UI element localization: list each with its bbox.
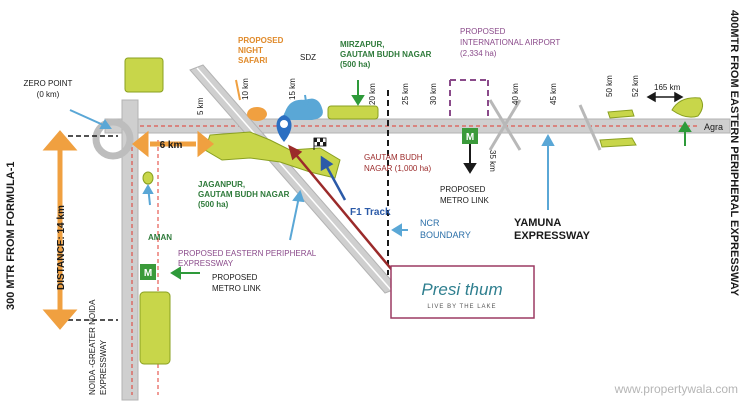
airport-label-2: INTERNATIONAL AIRPORT: [460, 38, 560, 47]
metro-right-label-2: METRO LINK: [440, 196, 490, 205]
km-mark-10: 10 km: [241, 78, 250, 100]
metro-badge-right: M: [462, 128, 478, 144]
zero-point-km: (0 km): [37, 90, 60, 99]
metro-right-label-1: PROPOSED: [440, 185, 486, 194]
yamuna-label-1: YAMUNA: [514, 217, 561, 229]
night-safari-label-1: PROPOSED: [238, 36, 284, 45]
metro-left-label-1: PROPOSED: [212, 273, 258, 282]
bottom-left-zone: [139, 291, 171, 365]
agra-zone: [671, 97, 704, 118]
watermark: www.propertywala.com: [614, 382, 738, 396]
km-mark-165: 165 km: [654, 83, 681, 92]
brand-name: Presi thum: [421, 280, 502, 299]
noida-expressway-road: [121, 99, 139, 401]
night-safari-label-2: NIGHT: [238, 46, 263, 55]
km-mark-15: 15 km: [288, 78, 297, 100]
night-safari-blob: [247, 107, 267, 121]
distance-label: DISTANCE: 14 km: [56, 205, 67, 290]
left-side-label: 300 MTR FROM FORMULA-1: [5, 162, 17, 311]
airport-label-1: PROPOSED: [460, 27, 506, 36]
airport-label-3: (2,334 ha): [460, 49, 497, 58]
km-mark-5: 5 km: [196, 97, 205, 115]
km-mark-52: 52 km: [631, 75, 640, 97]
km-35-label: 35 km: [488, 150, 497, 172]
metro-left-label-2: METRO LINK: [212, 284, 262, 293]
mirzapur-label-3: (500 ha): [340, 60, 371, 69]
epe-label-2: EXPRESSWAY: [178, 259, 234, 268]
f1-track-arrow: [320, 155, 347, 201]
orange-arrows: [42, 130, 215, 330]
mirzapur-label-1: MIRZAPUR,: [340, 40, 384, 49]
km-mark-25: 25 km: [401, 83, 410, 105]
gbn-zone-label-1: GAUTAM BUDH: [364, 153, 423, 162]
f1-track-label: F1 Track: [350, 207, 391, 218]
jaganpur-label-1: JAGANPUR,: [198, 180, 245, 189]
agra-label: Agra: [704, 122, 723, 132]
km-mark-45: 45 km: [549, 83, 558, 105]
km-mark-40: 40 km: [511, 83, 520, 105]
jaganpur-label-2: GAUTAM BUDH NAGAR: [198, 190, 290, 199]
location-arrow: [288, 144, 393, 271]
night-safari-label-3: SAFARI: [238, 56, 267, 65]
ncr-boundary-label-2: BOUNDARY: [420, 230, 471, 240]
right-side-label: 400MTR FROM EASTERN PERIPHERAL EXPRESSWA…: [728, 10, 740, 297]
jaganpur-label-3: (500 ha): [198, 200, 229, 209]
svg-text:M: M: [144, 268, 152, 279]
sdz-label: SDZ: [300, 53, 316, 62]
sdz-cloud: [283, 98, 323, 120]
ncr-boundary-label-1: NCR: [420, 218, 440, 228]
brand-logo-box: Presi thum LIVE BY THE LAKE: [390, 265, 535, 319]
gbn-zone-label-2: NAGAR (1,000 ha): [364, 164, 431, 173]
night-safari-arrow: [235, 79, 241, 101]
km-mark-50: 50 km: [605, 75, 614, 97]
metro-badge-left: M: [140, 264, 156, 280]
epe-label-1: PROPOSED EASTERN PERIPHERAL: [178, 249, 317, 258]
six-km-label: 6 km: [160, 140, 183, 151]
epe-center-line: [196, 67, 392, 291]
blue-arrows: [69, 94, 555, 241]
svg-text:M: M: [466, 132, 474, 143]
noida-expressway-label-1: NOIDA -GREATER NOIDA: [88, 299, 97, 395]
km-165-arrow: [646, 91, 684, 103]
aman-zone: [142, 171, 154, 185]
zone-50km: [599, 137, 637, 148]
interchange-2: [578, 104, 602, 151]
mirzapur-label-2: GAUTAM BUDH NAGAR: [340, 50, 432, 59]
zero-point-roundabout: [92, 118, 134, 160]
f1-flag-icon: [313, 137, 327, 150]
metro-right-arrow: [463, 144, 477, 174]
aman-label: AMAN: [148, 233, 172, 242]
top-left-zone: [124, 57, 164, 93]
yamuna-label-2: EXPRESSWAY: [514, 230, 591, 242]
km-mark-30: 30 km: [429, 83, 438, 105]
brand-tagline: LIVE BY THE LAKE: [427, 304, 496, 310]
green-arrows: [170, 80, 692, 280]
zone-52km: [607, 109, 635, 119]
interchange-1: [488, 99, 522, 151]
noida-expressway-label-2: EXPRESSWAY: [99, 339, 108, 395]
zero-point-label: ZERO POINT: [24, 79, 73, 88]
location-pin-icon: [276, 115, 292, 142]
km-mark-20: 20 km: [368, 83, 377, 105]
mirzapur-zone: [327, 105, 379, 120]
